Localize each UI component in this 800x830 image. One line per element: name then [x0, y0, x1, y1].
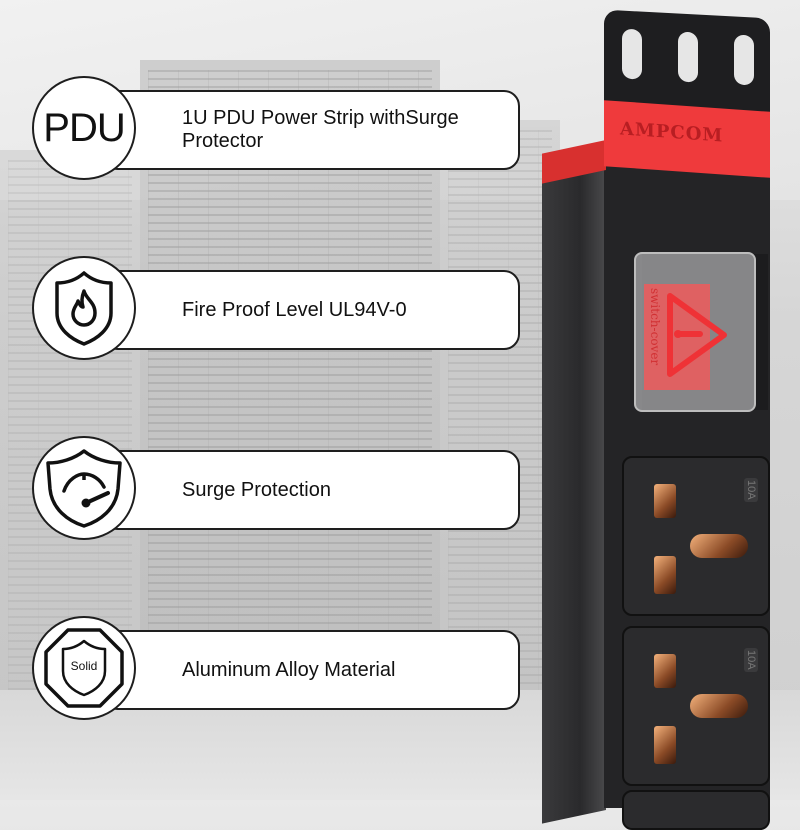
pdu-text-icon: PDU — [43, 105, 125, 150]
feature-pill — [102, 450, 520, 530]
solid-text: Solid — [70, 659, 98, 673]
feature-icon-circle — [32, 256, 136, 360]
power-outlet — [622, 790, 770, 830]
feature-icon-circle: PDU — [32, 76, 136, 180]
warning-triangle-icon — [667, 293, 727, 377]
feature-item-pdu: PDU 1U PDU Power Strip withSurge Protect… — [32, 76, 524, 180]
feature-icon-circle — [32, 436, 136, 540]
switch-cover-label: switch-cover — [648, 288, 662, 366]
outlet-rating: 10A — [744, 478, 758, 502]
gauge-shield-icon — [46, 449, 122, 528]
server-rack — [440, 120, 560, 700]
switch-cover: switch-cover — [634, 252, 756, 412]
feature-item-fire-proof: Fire Proof Level UL94V-0 — [32, 256, 524, 360]
feature-pill — [102, 630, 520, 710]
pdu-product-image: AMPCOM switch-cover 10A 10A — [542, 0, 800, 830]
feature-label: Aluminum Alloy Material — [182, 658, 396, 681]
outlet-rating: 10A — [744, 648, 758, 672]
fire-shield-icon — [55, 271, 113, 346]
power-outlet: 10A — [622, 456, 770, 616]
feature-pill — [102, 270, 520, 350]
solid-octagon-shield-icon: Solid — [43, 627, 125, 709]
feature-item-surge: Surge Protection — [32, 436, 524, 540]
feature-pill — [102, 90, 520, 170]
feature-label: Surge Protection — [182, 478, 331, 501]
feature-icon-circle: Solid — [32, 616, 136, 720]
feature-label: 1U PDU Power Strip withSurge Protector — [182, 107, 459, 152]
power-outlet: 10A — [622, 626, 770, 786]
feature-label: Fire Proof Level UL94V-0 — [182, 298, 407, 321]
pdu-side-panel — [542, 150, 606, 824]
feature-item-material: Solid Aluminum Alloy Material — [32, 616, 524, 720]
